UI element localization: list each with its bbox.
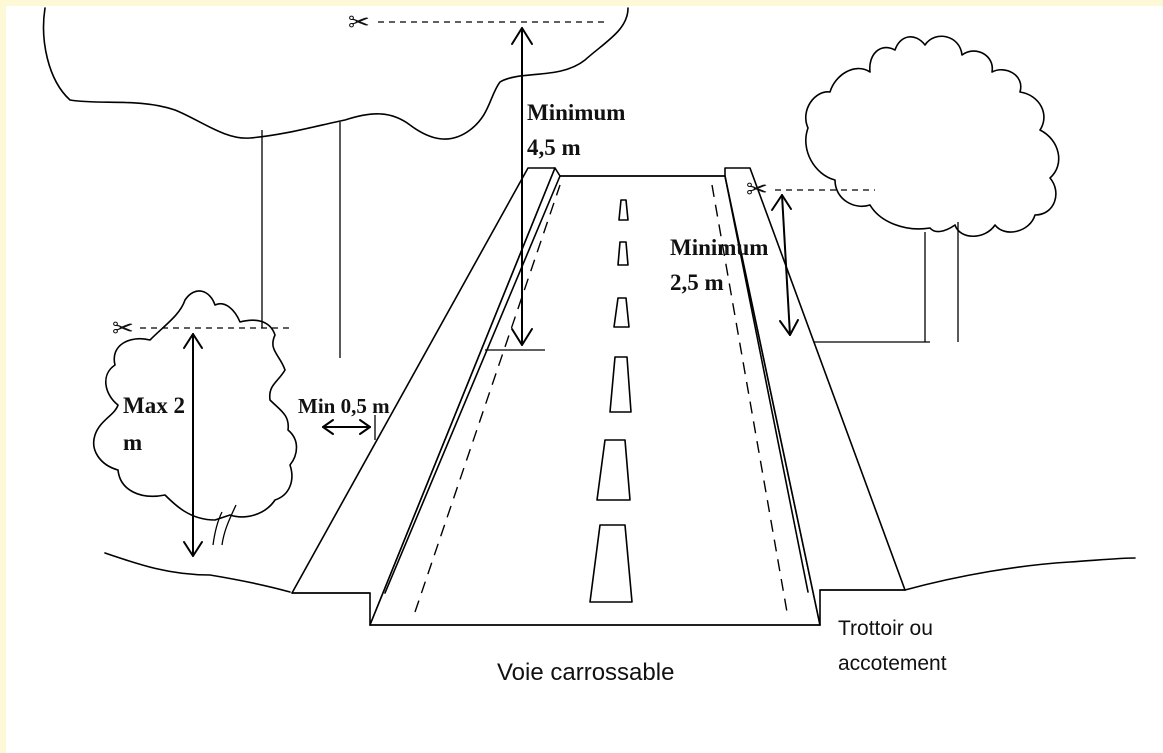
hedge-max-label-line1: Max 2: [123, 393, 185, 418]
centre-dash: [589, 524, 633, 603]
ground-left: [104, 552, 291, 593]
hedge-height-arrow: [183, 333, 203, 557]
scissors-icon: ✂: [112, 314, 134, 344]
left-hedge: [93, 290, 298, 521]
side-clearance-label-line1: Minimum: [670, 235, 768, 260]
roadway-label: Voie carrossable: [497, 659, 674, 686]
top-clearance-label-line1: Minimum: [527, 100, 625, 125]
centre-line-dashes: [589, 199, 633, 603]
right-edge-dashes: [711, 184, 788, 613]
left-kerb: [384, 175, 561, 594]
scissors-icon: ✂: [746, 175, 768, 205]
side-clearance-label-line2: 2,5 m: [670, 270, 724, 295]
centre-dash: [596, 439, 631, 501]
right-tree-canopy: [805, 35, 1060, 238]
centre-dash: [617, 241, 629, 266]
centre-dash: [618, 199, 629, 221]
hedge-max-label-line2: m: [123, 430, 142, 455]
hedge-offset-arrow: [322, 415, 376, 440]
right-kerb: [724, 175, 809, 593]
side-clearance-arrow: [771, 194, 799, 336]
centre-dash: [613, 297, 630, 328]
hedge-offset-label: Min 0,5 m: [298, 394, 390, 418]
left-edge-dashes: [414, 184, 561, 613]
top-clearance-arrow: [485, 27, 545, 351]
left-tree-canopy: [42, 7, 629, 140]
centre-dash: [609, 356, 632, 413]
ground-right: [904, 557, 1136, 591]
hedge-stem: [212, 504, 237, 546]
top-clearance-label-line2: 4,5 m: [527, 135, 581, 160]
sidewalk-label-line2: accotement: [838, 652, 947, 675]
sidewalk-label-line1: Trottoir ou: [838, 617, 933, 640]
scissors-icon: ✂: [348, 8, 370, 38]
